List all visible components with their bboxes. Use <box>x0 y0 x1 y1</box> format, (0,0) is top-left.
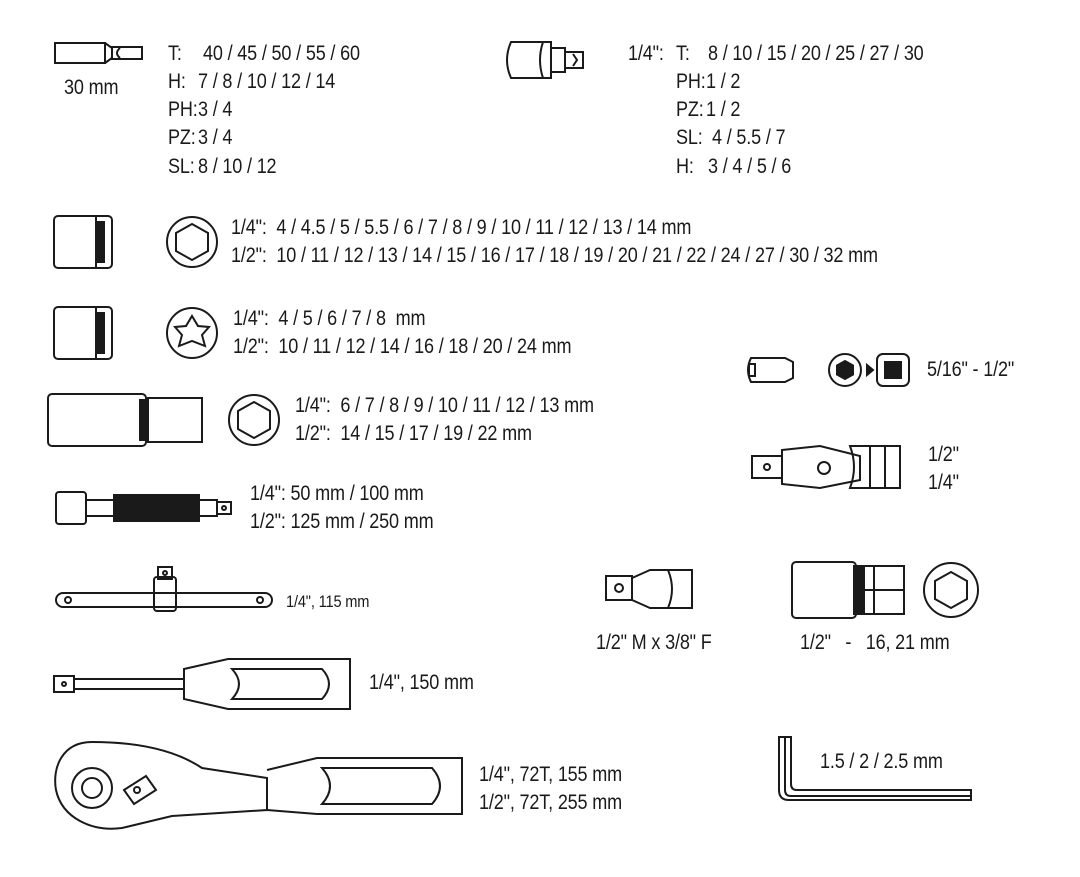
bit-socket-icon <box>506 41 584 79</box>
torx-socket-sizes: 1/2": 10 / 11 / 12 / 14 / 16 / 18 / 20 /… <box>233 335 572 358</box>
bit-label: PH: <box>168 98 198 121</box>
t-bar-size: 1/4", 115 mm <box>286 592 370 611</box>
bit-adapter-size: 5/16" - 1/2" <box>927 358 1015 381</box>
bit-adapter-icon <box>747 353 910 387</box>
bit-socket-label: SL: <box>676 126 703 149</box>
deep-socket-icon <box>47 393 280 447</box>
hex-socket-icon <box>53 215 218 269</box>
bit-values: 8 / 10 / 12 <box>198 155 277 178</box>
ratchet-size: 1/4", 72T, 155 mm <box>479 763 623 786</box>
reducer-adapter-icon <box>605 569 693 609</box>
spark-plug-socket-size: 1/2" - 16, 21 mm <box>800 631 950 654</box>
bit-socket-label: T: <box>676 42 690 65</box>
bit-icon <box>54 42 143 64</box>
bit-label: T: <box>168 42 182 65</box>
bit-driver-size: 1/4", 150 mm <box>369 671 474 694</box>
bit-socket-label: PH: <box>676 70 706 93</box>
bit-socket-values: 8 / 10 / 15 / 20 / 25 / 27 / 30 <box>708 42 924 65</box>
hex-socket-sizes: 1/2": 10 / 11 / 12 / 13 / 14 / 15 / 16 /… <box>231 244 878 267</box>
bit-socket-drive: 1/4": <box>628 42 664 65</box>
extension-sizes: 1/4": 50 mm / 100 mm <box>250 482 424 505</box>
universal-joint-icon <box>751 444 901 490</box>
bit-socket-values: 1 / 2 <box>706 70 741 93</box>
bit-socket-values: 3 / 4 / 5 / 6 <box>708 155 792 178</box>
bit-length: 30 mm <box>64 76 119 99</box>
universal-joint-size: 1/4" <box>928 471 959 494</box>
bit-label: H: <box>168 70 186 93</box>
bit-socket-label: PZ: <box>676 98 704 121</box>
bit-label: PZ: <box>168 126 196 149</box>
bit-socket-values: 4 / 5.5 / 7 <box>712 126 786 149</box>
t-bar-icon <box>55 566 273 612</box>
hex-socket-sizes: 1/4": 4 / 4.5 / 5 / 5.5 / 6 / 7 / 8 / 9 … <box>231 216 692 239</box>
extension-bar-icon <box>55 491 232 525</box>
deep-socket-sizes: 1/2": 14 / 15 / 17 / 19 / 22 mm <box>295 422 532 445</box>
torx-socket-icon <box>53 306 218 360</box>
bit-socket-label: H: <box>676 155 694 178</box>
bit-values: 40 / 45 / 50 / 55 / 60 <box>203 42 360 65</box>
universal-joint-size: 1/2" <box>928 443 959 466</box>
hex-keys-size: 1.5 / 2 / 2.5 mm <box>820 750 943 773</box>
spark-plug-socket-icon <box>791 561 979 619</box>
bit-label: SL: <box>168 155 195 178</box>
extension-sizes: 1/2": 125 mm / 250 mm <box>250 510 434 533</box>
bit-driver-icon <box>53 658 351 710</box>
bit-values: 7 / 8 / 10 / 12 / 14 <box>198 70 336 93</box>
bit-values: 3 / 4 <box>198 126 233 149</box>
bit-socket-values: 1 / 2 <box>706 98 741 121</box>
hex-keys-icon <box>778 736 972 801</box>
ratchet-size: 1/2", 72T, 255 mm <box>479 791 623 814</box>
torx-socket-sizes: 1/4": 4 / 5 / 6 / 7 / 8 mm <box>233 307 426 330</box>
ratchet-icon <box>54 740 463 830</box>
bit-values: 3 / 4 <box>198 98 233 121</box>
reducer-size: 1/2" M x 3/8" F <box>596 631 712 654</box>
deep-socket-sizes: 1/4": 6 / 7 / 8 / 9 / 10 / 11 / 12 / 13 … <box>295 394 594 417</box>
